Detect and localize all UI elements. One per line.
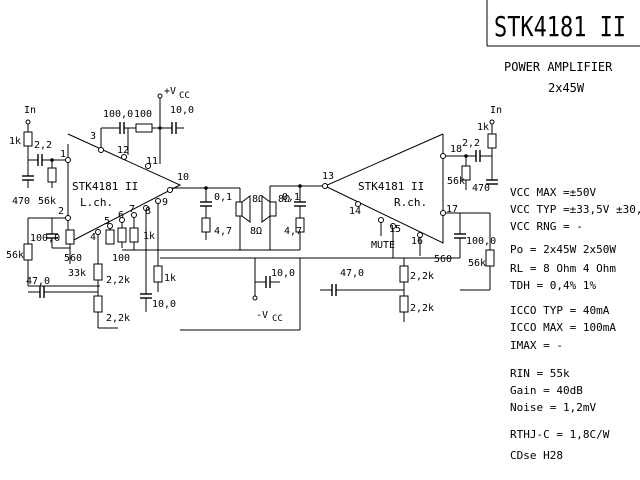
negative-supply-network: 10,0 -V CC [160, 257, 460, 331]
left-output-network: 0,1 4,7 8Ω 8Ω [172, 186, 264, 250]
diagram-subtitle-1: POWER AMPLIFIER [504, 60, 613, 74]
pin-number: 17 [446, 204, 458, 215]
label: 100,0 [30, 233, 60, 244]
label: 560 [64, 253, 82, 264]
pin-number: 12 [117, 145, 129, 156]
label: 2,2 [34, 140, 52, 151]
pin-number: 18 [450, 144, 462, 155]
title-block: STK4181 II POWER AMPLIFIER 2x45W [486, 0, 640, 95]
label: 56k [468, 258, 486, 269]
label: 560 [434, 254, 452, 265]
spec-line: RL = 8 Ohm 4 Ohm [510, 262, 616, 275]
label: 10,0 [271, 268, 295, 279]
vcc-plus-sub: CC [179, 91, 190, 101]
vcc-plus-label: +V [164, 86, 176, 97]
label: 1k [9, 136, 21, 147]
pin-number: 13 [322, 171, 334, 182]
right-chip-labels: STK4181 II R.ch. [358, 180, 427, 209]
pin-number: 14 [349, 206, 361, 217]
pin-number: 2 [58, 206, 64, 217]
label: 10,0 [170, 105, 194, 116]
spec-line: RTHJ-C = 1,8C/W [510, 428, 610, 441]
pin-number: 4 [90, 232, 96, 243]
label: 0,1 [282, 192, 300, 203]
spec-line: Po = 2x45W 2x50W [510, 243, 616, 256]
spec-line: CDse H28 [510, 449, 563, 462]
pin-number: 8 [145, 206, 151, 217]
spec-line: IMAX = - [510, 339, 563, 352]
label: 33k [68, 268, 86, 279]
spec-line: VCC MAX =±50V [510, 186, 596, 199]
label: 1k [143, 231, 155, 242]
left-feedback-network: 56k 100,0 560 33k 47,0 100 1k 2,2k 2,2k [6, 203, 300, 329]
label: 2,2k [410, 303, 434, 314]
label: 47,0 [26, 276, 50, 287]
label: 2,2 [462, 138, 480, 149]
left-input-network: In 1k 2,2 470 56k [9, 105, 66, 207]
right-chip-name: STK4181 II [358, 180, 424, 193]
vcc-minus-sub: CC [272, 314, 283, 324]
pin-number: 16 [411, 236, 423, 247]
pin-number: 3 [90, 131, 96, 142]
pin-circles [65, 147, 446, 238]
input-label-right: In [490, 105, 502, 116]
speaker-label-left-b: 8Ω [250, 226, 262, 237]
speaker-label-left-a: 8Ω [252, 194, 264, 205]
diagram-subtitle-2: 2x45W [548, 81, 585, 95]
spec-line: ICCO TYP = 40mA [510, 304, 610, 317]
label: 10,0 [152, 299, 176, 310]
label: 4,7 [214, 226, 232, 237]
label: 470 [472, 183, 490, 194]
label: 47,0 [340, 268, 364, 279]
mute-label: MUTE [371, 240, 395, 251]
speaker-label-right: 8Ω [278, 194, 290, 205]
spec-line: Noise = 1,2mV [510, 401, 596, 414]
label: 4,7 [284, 226, 302, 237]
pin-number: 9 [162, 197, 168, 208]
label: 2,2k [410, 271, 434, 282]
pin-number: 5 [104, 216, 110, 227]
pin-number: 6 [118, 210, 124, 221]
pin-number: 10 [177, 172, 189, 183]
label: 100,0 [103, 109, 133, 120]
pin-number: 11 [146, 156, 158, 167]
right-output-network: 8Ω 0,1 4,7 [261, 184, 323, 250]
label: 470 [12, 196, 30, 207]
right-feedback-network: MUTE 47,0 2,2k 2,2k 560 100,0 56k [320, 212, 496, 322]
pin-numbers: 1 2 3 4 5 6 7 8 9 10 11 12 13 14 15 16 1… [58, 131, 462, 247]
label: 100,0 [466, 236, 496, 247]
label: 2,2k [106, 313, 130, 324]
left-chip: STK4181 II L.ch. [67, 133, 444, 244]
top-feedback-network: 100,0 100 10,0 +V CC [100, 86, 194, 164]
left-chip-channel: L.ch. [80, 196, 113, 209]
spec-line: VCC TYP =±33,5V ±30,5V [510, 203, 640, 216]
pin-number: 1 [60, 149, 66, 160]
pin-number: 15 [389, 224, 401, 235]
label: 56k [38, 196, 56, 207]
spec-line: RIN = 55k [510, 367, 570, 380]
label: 56k [6, 250, 24, 261]
label: 1k [477, 122, 489, 133]
diagram-title: STK4181 II [494, 10, 626, 43]
right-chip-channel: R.ch. [394, 196, 427, 209]
label: 100 [112, 253, 130, 264]
vcc-minus-label: -V [256, 310, 268, 321]
left-chip-name: STK4181 II [72, 180, 138, 193]
right-input-network: In 1k 2,2 56k 470 [445, 105, 502, 194]
spec-line: Gain = 40dB [510, 384, 583, 397]
spec-line: VCC RNG = - [510, 220, 583, 233]
label: 1k [164, 273, 176, 284]
label: 100 [134, 109, 152, 120]
label: 2,2k [106, 275, 130, 286]
specifications: VCC MAX =±50V VCC TYP =±33,5V ±30,5V VCC… [510, 186, 640, 462]
label: 0,1 [214, 192, 232, 203]
spec-line: ICCO MAX = 100mA [510, 321, 616, 334]
label: 56k [447, 176, 465, 187]
input-label-left: In [24, 105, 36, 116]
spec-line: TDH = 0,4% 1% [510, 279, 596, 292]
pin-number: 7 [129, 204, 135, 215]
